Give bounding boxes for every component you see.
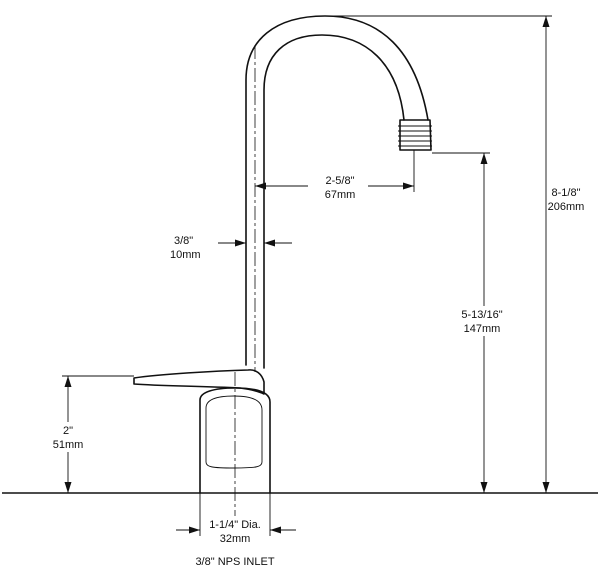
base-diameter-arrow-left	[189, 526, 200, 534]
spout-height-metric: 147mm	[464, 323, 501, 335]
inlet-label: 3/8" NPS INLET	[195, 556, 274, 568]
handle-height-arrow-bottom	[64, 482, 72, 493]
spout-height-imperial: 5-13/16"	[461, 309, 502, 321]
valve-body	[199, 387, 271, 494]
overall-height-arrow-bottom	[542, 482, 550, 493]
spout-reach-imperial: 2-5/8"	[326, 175, 355, 187]
lever-handle	[133, 369, 265, 395]
spout-height-arrow-top	[480, 153, 488, 164]
overall-height-metric: 206mm	[548, 201, 585, 213]
handle-height-metric: 51mm	[53, 439, 84, 451]
base-diameter-arrow-right	[270, 526, 281, 534]
spout-reach-metric: 67mm	[325, 189, 356, 201]
aerator	[399, 119, 432, 151]
overall-height-arrow-top	[542, 16, 550, 27]
tube-diameter-arrow-left	[235, 239, 246, 247]
base-diameter-metric: 32mm	[220, 533, 251, 545]
tube-diameter-arrow-right	[264, 239, 275, 247]
handle-height-imperial: 2"	[63, 425, 73, 437]
spout-inner-outline	[263, 34, 405, 369]
spout-reach-arrow-left	[255, 182, 266, 190]
tube-diameter-metric: 10mm	[170, 249, 201, 261]
spout-reach-arrow-right	[403, 182, 414, 190]
valve-body-inner-panel	[205, 395, 263, 469]
tube-diameter-imperial: 3/8"	[174, 235, 193, 247]
overall-height-imperial: 8-1/8"	[552, 187, 581, 199]
spout-height-arrow-bottom	[480, 482, 488, 493]
base-diameter-imperial: 1-1/4" Dia.	[209, 519, 261, 531]
handle-height-arrow-top	[64, 376, 72, 387]
